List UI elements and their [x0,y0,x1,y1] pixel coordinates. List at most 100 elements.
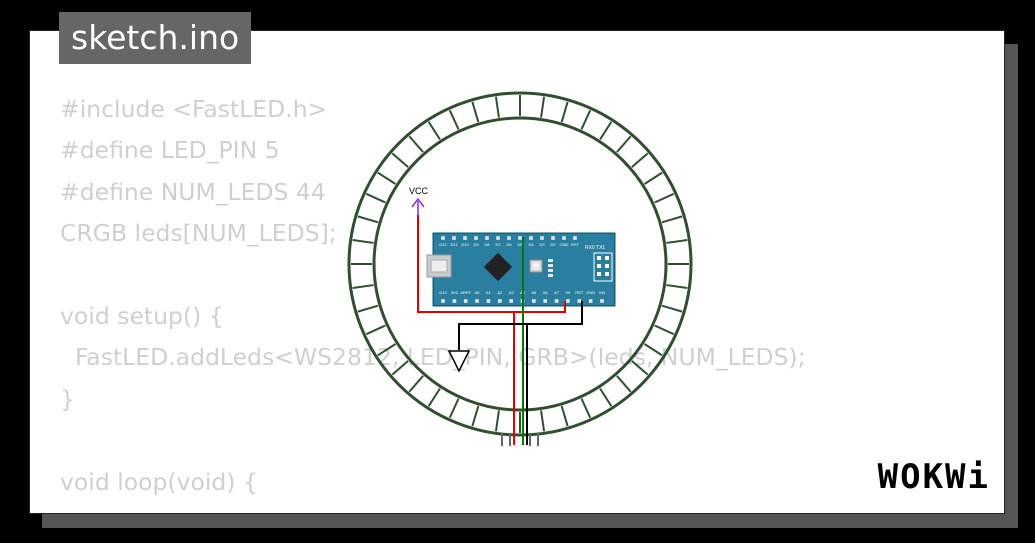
ring-inner-edge [372,116,668,412]
board-pin[interactable] [475,299,479,303]
code-line-7: FastLED.addLeds<WS2812, LED_PIN, GRB>(le… [60,343,806,372]
board-pin-label: 5V [565,290,570,295]
ring-led-divider [661,215,683,224]
ring-led-divider [494,96,500,118]
ground-symbol [447,350,471,373]
board-pin-label: A2 [497,290,503,295]
board-pin[interactable] [507,236,511,240]
board-pin[interactable] [600,299,604,303]
ring-led-divider [540,96,546,118]
code-preview: #include <FastLED.h>#define LED_PIN 5#de… [60,89,806,503]
led-ring[interactable] [347,91,693,446]
code-line-3: #define NUM_LEDS 44 [60,177,326,206]
ring-led-divider [616,375,632,393]
vcc-symbol: VCC [409,186,429,215]
gnd-wire[interactable] [458,301,583,350]
preview-card: #include <FastLED.h>#define LED_PIN 5#de… [29,30,1005,514]
board-pin[interactable] [485,236,489,240]
board-pin[interactable] [543,299,548,303]
5v-wire[interactable] [514,301,566,313]
board-pin[interactable] [562,236,566,240]
board-pin-label: VIN [599,290,606,295]
board-pin[interactable] [452,299,457,303]
ring-led-divider [365,324,386,336]
vcc-wire[interactable] [417,215,515,445]
ring-led-divider [408,135,424,153]
ring-led-divider [580,109,592,130]
board-pin-label: D3 [539,242,545,247]
board-pin-label: D8 [484,242,490,247]
ring-led-divider [448,109,460,130]
ring-led-divider [599,387,613,407]
board-pin[interactable] [532,299,536,303]
vcc-label: VCC [409,186,429,196]
ring-led-divider [666,284,688,290]
board-pin[interactable] [463,299,468,303]
board-pin[interactable] [566,299,570,303]
board-pin-label: A6 [543,290,549,295]
board-pin[interactable] [496,236,500,240]
board-pin[interactable] [529,236,533,240]
ring-led-divider [352,238,374,244]
ring-connector [501,433,539,446]
board-pin[interactable] [486,299,491,303]
status-leds [548,259,553,277]
rx-tx-label: RX0 TX1 [585,245,605,251]
ring-led-divider [643,171,663,185]
board-pin-label: A7 [554,290,560,295]
board-pin-label: D13 [439,290,447,295]
ring-led-divider [654,192,675,204]
board-pin-label: A1 [486,290,492,295]
ring-led-divider [560,101,569,123]
ring-led-divider [391,152,409,168]
board-pin[interactable] [588,299,593,303]
board-pin[interactable] [573,236,577,240]
ring-led-divider [357,215,379,224]
gnd-wire-ring[interactable] [526,323,582,445]
ring-outer-edge [347,91,693,437]
board-pin-label: A3 [509,290,515,295]
board-pin[interactable] [554,299,559,303]
board-pin-label: D5 [517,242,523,247]
board-pin[interactable] [463,236,467,240]
ring-led-divider [580,398,592,419]
board-pin[interactable] [474,236,478,240]
ring-led-divider [365,192,386,204]
board-pin-label: RST [571,242,580,247]
board-pin-label: A5 [531,290,537,295]
ring-led-divider [377,171,397,185]
ring-led-divider [494,410,500,432]
wires [417,215,583,445]
board-pin[interactable] [441,299,445,303]
board-pin[interactable] [497,299,502,303]
board-pin-label: A0 [475,290,481,295]
board-pin[interactable] [441,236,445,240]
reset-button-cap [532,262,540,270]
usb-port [430,259,448,273]
board-pin[interactable] [452,236,456,240]
ring-led-divider [540,410,546,432]
ring-led-divider [408,375,424,393]
board-pin[interactable] [518,236,522,240]
board-pin-label: D4 [528,242,534,247]
board-pin[interactable] [509,299,513,303]
ring-led-divider [599,121,613,141]
ring-led-divider [471,405,480,427]
board-pin-label: D11 [450,242,458,247]
board-pin[interactable] [577,299,582,303]
board-pin-label: D9 [473,242,479,247]
wokwi-logo: WOKWi [877,457,990,497]
board-pin[interactable] [540,236,544,240]
code-line-4: CRGB leds[NUM_LEDS]; [60,219,337,248]
ring-led-divider [560,405,569,427]
sketch-tab-title[interactable]: sketch.ino [59,12,252,64]
code-line-6: void setup() { [60,301,224,330]
board-pin-label: GND [586,290,595,295]
ring-led-divider [352,284,374,290]
board-pin[interactable] [551,236,555,240]
icsp-header [593,252,613,282]
